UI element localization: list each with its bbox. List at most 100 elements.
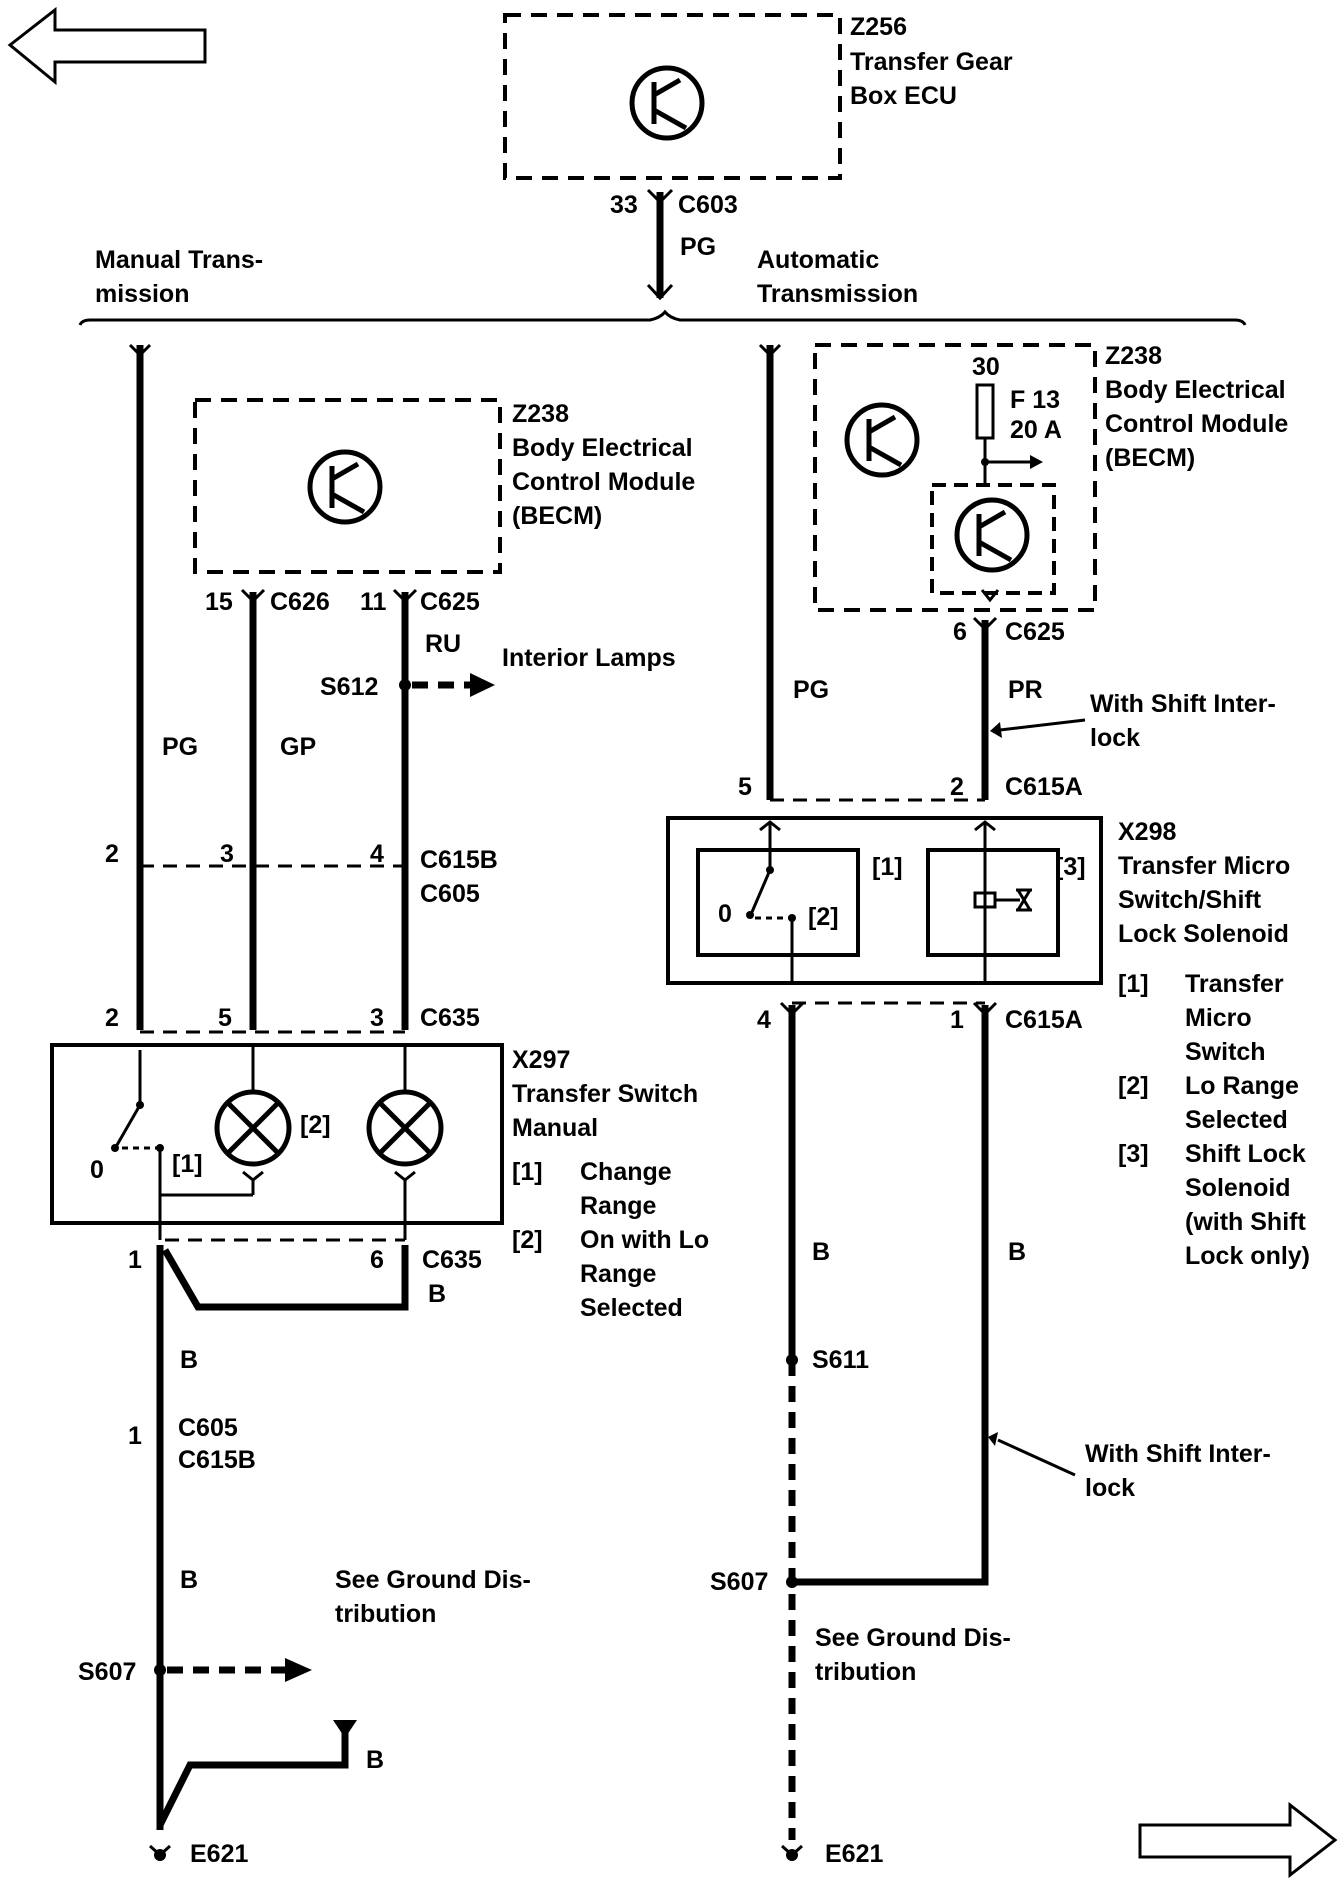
auto-interlock2: lock [1090, 724, 1140, 752]
x298-legend: [1] Transfer Micro Switch [2] Lo Range S… [1118, 970, 1310, 1270]
auto-ground-wire2-top [972, 1001, 998, 1017]
c615b-pin2: 3 [220, 840, 234, 868]
s611-splice [786, 1354, 798, 1366]
x297-legend2-l1: On with Lo [580, 1226, 709, 1254]
manual-ru-top [392, 588, 418, 604]
x298-legend1-l3: Switch [1185, 1038, 1266, 1066]
manual-wire-gp-label: GP [280, 733, 316, 761]
x297-line1: Transfer Switch [512, 1080, 698, 1108]
manual-ground-branch-arrow-icon [333, 1720, 357, 1738]
x298-legend3-num: [3] [1118, 1140, 1149, 1168]
c635-bpin2: 6 [370, 1246, 384, 1274]
x298-n3: [3] [1055, 853, 1086, 881]
ecu-name-line2: Box ECU [850, 82, 957, 110]
auto-e621-label: E621 [825, 1840, 883, 1868]
auto-wire-pg-label: PG [793, 676, 829, 704]
x297-legend2-l2: Range [580, 1260, 657, 1288]
auto-ground-interlock2: lock [1085, 1474, 1135, 1502]
becm-auto-transistor-icon [844, 402, 920, 478]
c615a-top-name: C615A [1005, 773, 1083, 801]
c615b-pin3: 4 [370, 840, 384, 868]
manual-pg-top [128, 343, 152, 358]
x298-legend3-l4: Lock only) [1185, 1242, 1310, 1270]
x298-legend2-l2: Selected [1185, 1106, 1288, 1134]
auto-ground-interlock-arrow-icon [988, 1432, 998, 1446]
auto-wire-pr-label: PR [1008, 676, 1043, 704]
manual-section-line1: Manual Trans- [95, 246, 263, 274]
x297-lamp2-icon [366, 1045, 444, 1240]
x297-legend1-l2: Range [580, 1192, 657, 1220]
manual-wire-pg-label: PG [162, 733, 198, 761]
x297-line2: Manual [512, 1114, 598, 1142]
manual-ground-pin: 1 [128, 1422, 142, 1450]
s611-label: S611 [812, 1346, 869, 1374]
becm-auto-inner-transistor-icon [954, 497, 1030, 603]
auto-s607-label: S607 [710, 1568, 768, 1596]
x298-legend3-l1: Shift Lock [1185, 1140, 1306, 1168]
x297-legend2-l3: Selected [580, 1294, 683, 1322]
manual-s607-splice [154, 1664, 166, 1676]
x298-micro-switch-icon [746, 820, 796, 985]
x298-solenoid-box [926, 848, 1060, 957]
previous-page-arrow-icon[interactable] [7, 6, 207, 86]
becm-auto-box [813, 343, 1097, 612]
manual-wire-ru-label: RU [425, 630, 461, 658]
auto-pg-top [758, 343, 782, 358]
auto-ground-b2: B [1008, 1238, 1026, 1266]
x297-legend1-num: [1] [512, 1158, 543, 1186]
interior-lamps-label: Interior Lamps [502, 644, 676, 672]
ecu-name-line1: Transfer Gear [850, 48, 1013, 76]
ecu-box [503, 13, 842, 180]
auto-see-ground1: See Ground Dis- [815, 1624, 1011, 1652]
auto-ground-interlock-pointer [997, 1438, 1076, 1477]
manual-ground-b4: B [366, 1746, 384, 1774]
becm-auto-line2: Control Module [1105, 410, 1288, 438]
manual-ground-c2: C615B [178, 1446, 256, 1474]
becm-manual-transistor-icon [307, 449, 383, 525]
x298-legend1-num: [1] [1118, 970, 1149, 998]
c615a-bot-pin1: 4 [757, 1006, 771, 1034]
x297-lamp1-icon [160, 1045, 292, 1197]
x297-n1: [1] [172, 1150, 203, 1178]
c615a-bot-name: C615A [1005, 1006, 1083, 1034]
c635-bname: C635 [422, 1246, 482, 1274]
next-page-arrow-icon[interactable] [1138, 1801, 1338, 1879]
manual-s607-label: S607 [78, 1658, 136, 1686]
auto-s607-splice [786, 1576, 798, 1588]
auto-interlock-pointer-arrow-icon [990, 722, 1002, 738]
x297-box [50, 1043, 504, 1225]
ecu-pin: 33 [610, 191, 638, 219]
manual-ground-b2: B [180, 1346, 198, 1374]
option-bus [78, 309, 1247, 326]
c635-pin1: 2 [105, 1004, 119, 1032]
auto-section-line2: Transmission [757, 280, 918, 308]
x297-legend2-num: [2] [512, 1226, 543, 1254]
x298-legend1-l1: Transfer [1185, 970, 1284, 998]
x297-zero: 0 [90, 1156, 104, 1184]
becm-manual-conn2: C625 [420, 588, 480, 616]
c615b-pin1: 2 [105, 840, 119, 868]
ecu-connector: C603 [678, 191, 738, 219]
x298-legend2-l1: Lo Range [1185, 1072, 1299, 1100]
becm-auto-pin: 6 [953, 618, 967, 646]
becm-auto-id: Z238 [1105, 342, 1162, 370]
becm-manual-line2: Control Module [512, 468, 695, 496]
x298-line3: Lock Solenoid [1118, 920, 1289, 948]
c615a-top-pin2: 2 [950, 773, 964, 801]
becm-manual-pin2: 11 [360, 588, 387, 616]
x298-n1: [1] [872, 853, 903, 881]
becm-auto-line3: (BECM) [1105, 444, 1195, 472]
becm-auto-fuse-name: F 13 [1010, 386, 1060, 414]
x297-id: X297 [512, 1046, 570, 1074]
x298-solenoid-icon [973, 820, 1032, 985]
auto-pr-top [972, 616, 998, 632]
ecu-transistor-icon [629, 65, 705, 141]
ecu-wire-arrow [646, 283, 674, 301]
becm-manual-line1: Body Electrical [512, 434, 693, 462]
x298-zero: 0 [718, 900, 732, 928]
manual-ground-dist-arrow-icon [285, 1658, 312, 1682]
c635-bpin1: 1 [128, 1246, 142, 1274]
x297-legend: [1] Change Range [2] On with Lo Range Se… [512, 1158, 709, 1322]
c615a-bot-pin2: 1 [950, 1006, 964, 1034]
manual-ground-c1: C605 [178, 1414, 238, 1442]
